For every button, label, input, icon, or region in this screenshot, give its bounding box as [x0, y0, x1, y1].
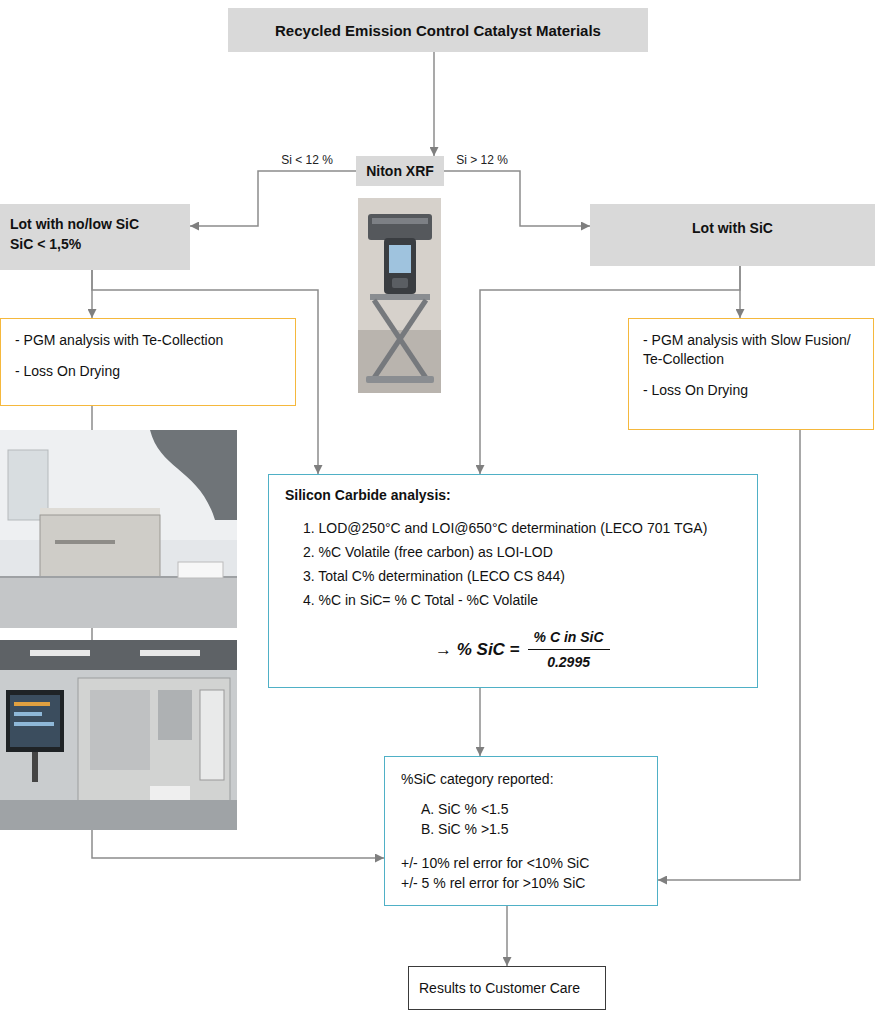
xrf-analyzer-photo	[370, 294, 430, 300]
lab-instrument-photo	[150, 430, 237, 520]
lab-analyser-photo	[90, 690, 150, 770]
process-box: - PGM analysis with Te-Collection - Loss …	[0, 318, 296, 406]
lab-instrument-photo	[178, 562, 223, 578]
text-group: - PGM analysis with Te-Collection - Loss …	[15, 331, 281, 381]
lab-analyser-photo	[200, 690, 224, 780]
xrf-analyzer-photo	[372, 218, 428, 224]
node-text: - PGM analysis with Slow Fusion/ Te-Coll…	[643, 331, 859, 369]
connector	[190, 171, 356, 226]
node-text: 0.2995	[528, 649, 610, 671]
lab-analyser-photo	[0, 640, 237, 830]
lab-instrument-photo	[40, 515, 160, 577]
node-text: % C in SiC	[528, 628, 610, 649]
node-text: %SiC category reported:	[401, 769, 641, 789]
lab-instrument-photo	[0, 577, 237, 628]
text-group: Niton XRF	[362, 161, 438, 181]
node-text: SiC < 1,5%	[10, 234, 180, 254]
lab-analyser-photo	[6, 690, 64, 752]
lab-analyser-photo	[14, 702, 50, 706]
lab-analyser-photo	[14, 712, 42, 716]
edge-label: Si > 12 %	[454, 153, 510, 168]
xrf-analyzer-photo	[392, 278, 408, 288]
lab-instrument-photo	[0, 430, 237, 628]
lab-analyser-photo	[14, 722, 54, 726]
output-box: Results to Customer Care	[408, 966, 606, 1010]
edge-label: Si < 12 %	[279, 153, 335, 168]
node-text: - PGM analysis with Te-Collection	[15, 331, 281, 350]
lab-analyser-photo	[78, 678, 230, 806]
node-text: 1. LOD@250°C and LOI@650°C determination…	[285, 516, 741, 540]
lab-analyser-photo	[0, 640, 237, 670]
node-text: → % SiC =	[435, 639, 520, 661]
node-text: Niton XRF	[362, 161, 438, 181]
xrf-analyzer-photo	[368, 214, 432, 240]
node-text: - Loss On Drying	[643, 381, 859, 400]
node-text: +/- 5 % rel error for >10% SiC	[401, 873, 641, 893]
text-group: Lot with SiC	[600, 218, 865, 238]
text-group: Lot with no/low SiCSiC < 1,5%	[10, 214, 180, 254]
connector	[433, 52, 435, 156]
text-group: Recycled Emission Control Catalyst Mater…	[238, 21, 638, 40]
node-text: Lot with no/low SiC	[10, 214, 180, 234]
xrf-analyzer-photo	[389, 245, 411, 273]
lab-instrument-photo	[55, 540, 115, 544]
node-text: 4. %C in SiC= % C Total - %C Volatile	[285, 588, 741, 612]
node-text: B. SiC % >1.5	[401, 819, 641, 839]
xrf-analyzer-photo	[366, 376, 434, 383]
text-group: Silicon Carbide analysis: 1. LOD@250°C an…	[285, 487, 741, 612]
xrf-analyzer-photo	[374, 300, 426, 378]
process-box: - PGM analysis with Slow Fusion/ Te-Coll…	[628, 318, 874, 430]
xrf-analyzer-photo	[358, 198, 441, 393]
lab-analyser-photo	[140, 650, 200, 656]
xrf-analyzer-photo	[374, 300, 426, 378]
lab-analyser-photo	[32, 752, 38, 782]
lab-analyser-photo	[30, 650, 90, 656]
lab-instrument-photo	[0, 430, 237, 628]
lab-analyser-photo	[158, 690, 192, 740]
start-box: Recycled Emission Control Catalyst Mater…	[228, 8, 648, 52]
node-text: A. SiC % <1.5	[401, 799, 641, 819]
text-group: - PGM analysis with Slow Fusion/ Te-Coll…	[643, 331, 859, 400]
node-text: 2. %C Volatile (free carbon) as LOI-LOD	[285, 540, 741, 564]
lab-analyser-photo	[10, 695, 60, 747]
node-text: +/- 10% rel error for <10% SiC	[401, 853, 641, 873]
connector	[444, 171, 590, 226]
text-group: Results to Customer Care	[419, 978, 595, 998]
xrf-analyzer-photo	[384, 238, 416, 294]
lab-analyser-photo	[0, 640, 237, 830]
lot-box: Lot with no/low SiCSiC < 1,5%	[0, 204, 190, 270]
text-group: %SiC category reported: A. SiC % <1.5B. S…	[401, 769, 641, 893]
connector	[506, 906, 508, 966]
lot-box: Lot with SiC	[590, 204, 875, 266]
result-box: %SiC category reported: A. SiC % <1.5B. S…	[384, 756, 658, 906]
text-group: % C in SiC0.2995	[528, 628, 610, 671]
lab-analyser-photo	[0, 800, 237, 830]
node-text: 3. Total C% determination (LECO CS 844)	[285, 564, 741, 588]
connector	[479, 688, 481, 756]
lab-analyser-photo	[150, 786, 190, 800]
node-text: Recycled Emission Control Catalyst Mater…	[238, 21, 638, 40]
instrument-box: Niton XRF	[356, 156, 444, 186]
node-text: Results to Customer Care	[419, 978, 595, 998]
text-group: → % SiC = % C in SiC0.2995	[435, 628, 741, 671]
analysis-box: Silicon Carbide analysis: 1. LOD@250°C an…	[268, 474, 758, 688]
node-text: - Loss On Drying	[15, 362, 281, 381]
node-text: Lot with SiC	[600, 218, 865, 238]
node-text: Silicon Carbide analysis:	[285, 487, 741, 504]
xrf-analyzer-photo	[358, 198, 441, 393]
